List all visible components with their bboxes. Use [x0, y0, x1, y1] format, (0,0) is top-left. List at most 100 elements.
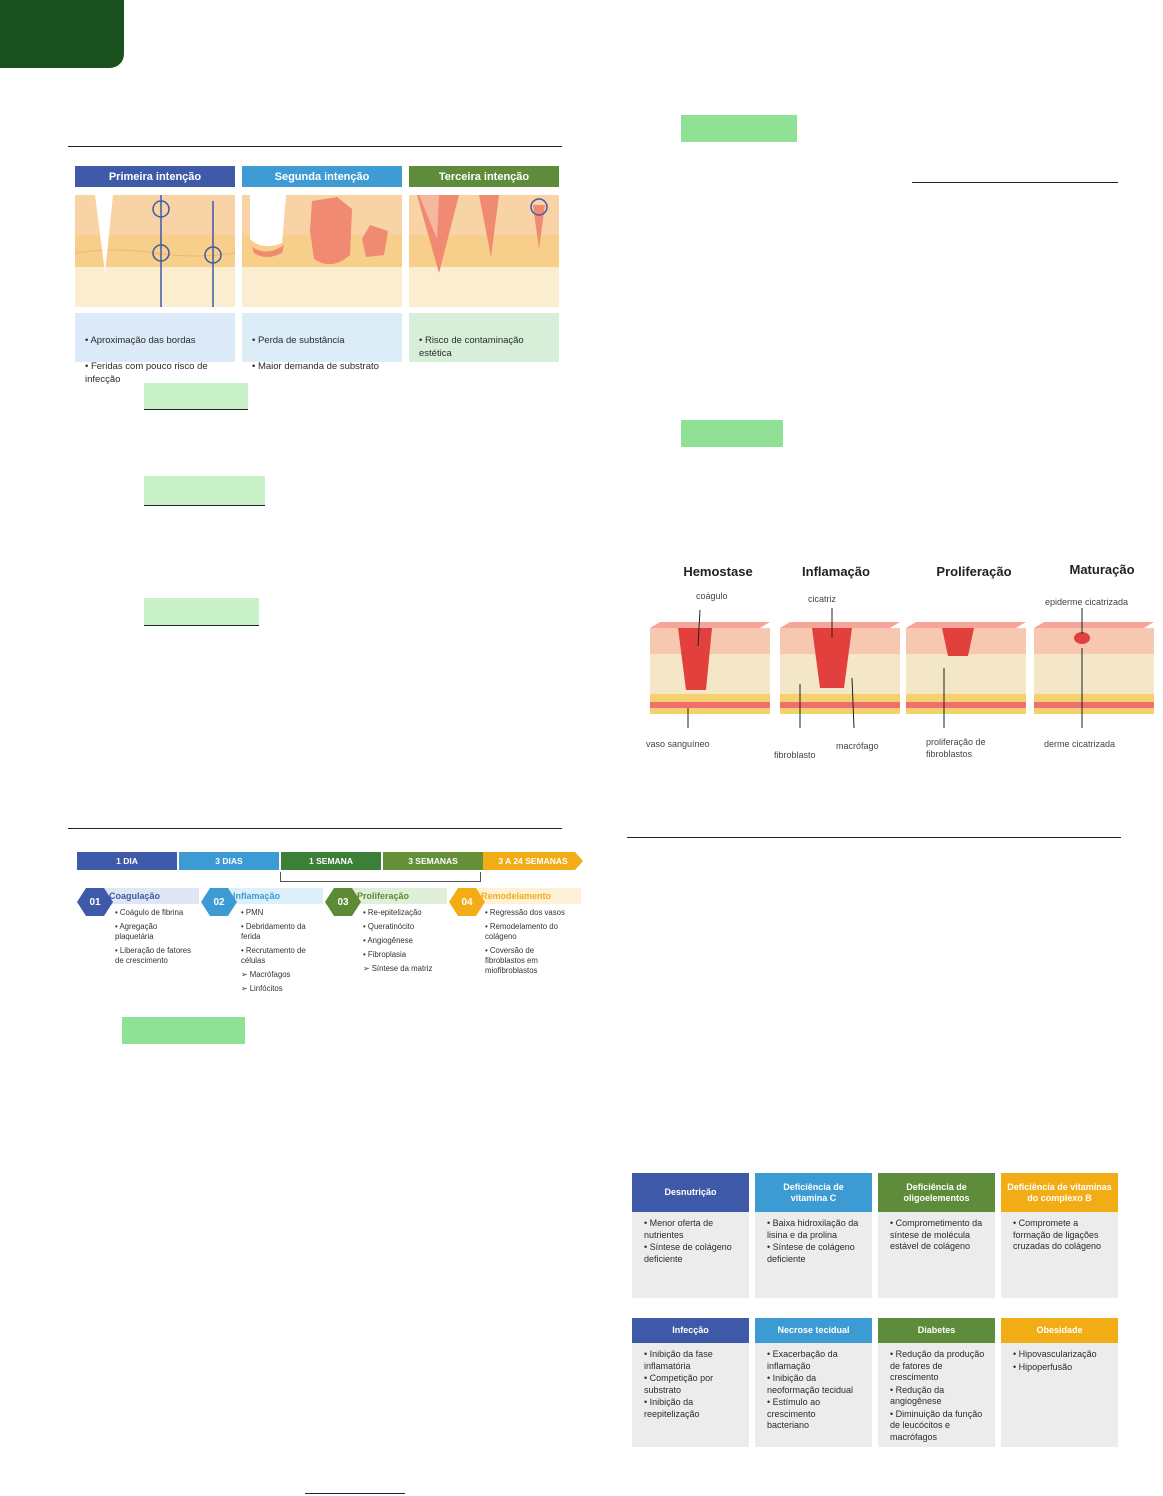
phase-item: • Re-epitelização: [363, 908, 422, 917]
label-coagulo: coágulo: [696, 591, 728, 601]
phase-item: • Angiogênese: [363, 936, 413, 945]
factor-item: • Inibição da neoformação tecidual: [767, 1373, 854, 1395]
factor-item: • Menor oferta de nutrientes: [644, 1218, 714, 1240]
factor-title: Necrose tecidual: [755, 1318, 872, 1343]
phase-item: • Liberação de fatores de crescimento: [115, 946, 191, 965]
factor-item: • Competição por substrato: [644, 1373, 714, 1395]
factor-title: Deficiência de vitamina C: [755, 1173, 872, 1212]
intention-note: • Aproximação das bordas: [85, 335, 196, 346]
intention-notes-third: • Risco de contaminação estética: [409, 313, 559, 362]
intention-illustration-first: [75, 195, 235, 307]
factor-item: • Hipoperfusão: [1013, 1361, 1073, 1372]
timeline-segment: 3 SEMANAS: [383, 852, 483, 870]
bottom-short-rule: [305, 1493, 405, 1494]
factor-item: • Inibição da fase inflamatória: [644, 1349, 713, 1371]
factor-card: Deficiência de oligoelementos • Comprome…: [878, 1173, 995, 1298]
healing-intentions-figure: Primeira intenção • Aproximação das bord…: [75, 166, 559, 385]
factor-title: Deficiência de vitaminas do complexo B: [1001, 1173, 1118, 1212]
factor-card: Diabetes • Redução da produção de fatore…: [878, 1318, 995, 1447]
highlighted-term: [681, 420, 783, 447]
stages-illustration: [650, 608, 1154, 728]
intention-note: • Perda de substância: [252, 335, 345, 346]
factor-body: • Redução da produção de fatores de cres…: [878, 1343, 995, 1447]
factor-title: Obesidade: [1001, 1318, 1118, 1343]
phase-number-badge: 04: [449, 888, 485, 916]
intention-note: • Risco de contaminação estética: [419, 335, 524, 359]
phase-item: ➢ Síntese da matriz: [363, 964, 433, 973]
stage-title: Maturação: [1069, 562, 1135, 577]
factor-body: • Comprometimento da síntese de molécula…: [878, 1212, 995, 1298]
factor-card: Desnutrição • Menor oferta de nutrientes…: [632, 1173, 749, 1298]
stage-title: Hemostase: [683, 564, 753, 579]
highlighted-term: [681, 115, 797, 142]
label-macrofago: macrófago: [836, 741, 879, 751]
phase-item: • PMN: [241, 908, 264, 917]
factor-item: • Comprometimento da síntese de molécula…: [890, 1218, 983, 1251]
factor-item: • Síntese de colágeno deficiente: [644, 1242, 732, 1264]
phase-item: • Regressão dos vasos: [485, 908, 565, 917]
section-rule-mid-left: [68, 828, 562, 829]
factor-item: • Redução da angiogênese: [890, 1384, 945, 1407]
factor-title: Diabetes: [878, 1318, 995, 1343]
phase-item: ➢ Linfócitos: [241, 984, 283, 993]
label-epiderme: epiderme cicatrizada: [1045, 597, 1129, 607]
factor-item: • Compromete a formação de ligações cruz…: [1013, 1218, 1102, 1251]
factor-item: • Inibição da reepitelização: [644, 1397, 700, 1419]
phase-title: Proliferação: [349, 888, 447, 904]
phase-item: • Remodelamento do colágeno: [485, 922, 558, 941]
label-fibroblasto: fibroblasto: [774, 750, 816, 760]
intention-column-second: Segunda intenção • Perda de substância •…: [242, 166, 402, 372]
phase-item: • Recrutamento de células: [241, 946, 306, 965]
phase-item: ➢ Macrófagos: [241, 970, 291, 979]
phase-number-badge: 02: [201, 888, 237, 916]
highlighted-term: [144, 598, 259, 626]
factor-card: Deficiência de vitamina C • Baixa hidrox…: [755, 1173, 872, 1298]
timeline-segment: 1 DIA: [77, 852, 177, 870]
factor-item: • Redução da produção de fatores de cres…: [890, 1349, 985, 1382]
intention-illustration-third: [409, 195, 559, 307]
timeline-segment: 3 A 24 SEMANAS: [483, 852, 583, 870]
phase-item: • Coágulo de fibrina: [115, 908, 184, 917]
label-derme: derme cicatrizada: [1044, 739, 1116, 749]
label-proliferacao: proliferação de fibroblastos: [926, 737, 986, 759]
intention-header: Terceira intenção: [409, 166, 559, 187]
factor-body: • Baixa hidroxilação da lisina e da prol…: [755, 1212, 872, 1298]
phase-list: • PMN • Debridamento da ferida • Recruta…: [241, 908, 331, 998]
highlighted-term: [144, 476, 265, 506]
phase-item: • Agregação plaquetária: [115, 922, 158, 941]
blank-underline: [912, 182, 1118, 183]
factor-item: • Estímulo ao crescimento bacteriano: [767, 1397, 821, 1430]
highlighted-term: [122, 1017, 245, 1044]
factor-card: Obesidade • Hipovascularização • Hipoper…: [1001, 1318, 1118, 1447]
healing-stages-figure: Hemostase Inflamação Proliferação Matura…: [640, 560, 1160, 775]
factor-item: • Síntese de colágeno deficiente: [767, 1242, 855, 1264]
factor-body: • Hipovascularização • Hipoperfusão: [1001, 1343, 1118, 1447]
label-cicatriz: cicatriz: [808, 594, 837, 604]
factor-item: • Exacerbação da inflamação: [767, 1349, 838, 1371]
phase-item: • Coversão de fibroblastos em miofibrobl…: [485, 946, 538, 975]
phase-item: • Debridamento da ferida: [241, 922, 306, 941]
factor-item: • Hipovascularização: [1013, 1349, 1097, 1359]
intention-header: Primeira intenção: [75, 166, 235, 187]
healing-factors-grid: Desnutrição • Menor oferta de nutrientes…: [632, 1173, 1120, 1449]
intention-note: • Feridas com pouco risco de infecção: [85, 361, 208, 385]
phase-list: • Regressão dos vasos • Remodelamento do…: [485, 908, 583, 980]
intention-column-third: Terceira intenção • Risco de contaminaçã…: [409, 166, 559, 362]
phase-list: • Re-epitelização • Queratinócito • Angi…: [363, 908, 453, 978]
factor-item: • Baixa hidroxilação da lisina e da prol…: [767, 1218, 859, 1240]
section-rule-top-left: [68, 146, 562, 147]
stage-title: Proliferação: [936, 564, 1012, 579]
phase-number-badge: 01: [77, 888, 113, 916]
intention-column-first: Primeira intenção • Aproximação das bord…: [75, 166, 235, 385]
factor-body: • Menor oferta de nutrientes • Síntese d…: [632, 1212, 749, 1298]
intention-note: • Maior demanda de substrato: [252, 361, 379, 372]
factor-item: • Diminuição da função de leucócitos e m…: [890, 1408, 983, 1442]
factor-body: • Compromete a formação de ligações cruz…: [1001, 1212, 1118, 1298]
chapter-tab: [0, 0, 124, 68]
timeline-segment: 3 DIAS: [179, 852, 279, 870]
phase-item: • Fibroplasia: [363, 950, 407, 959]
intention-illustration-second: [242, 195, 402, 307]
factor-card: Deficiência de vitaminas do complexo B •…: [1001, 1173, 1118, 1298]
highlighted-term: [144, 383, 248, 410]
phase-number-badge: 03: [325, 888, 361, 916]
